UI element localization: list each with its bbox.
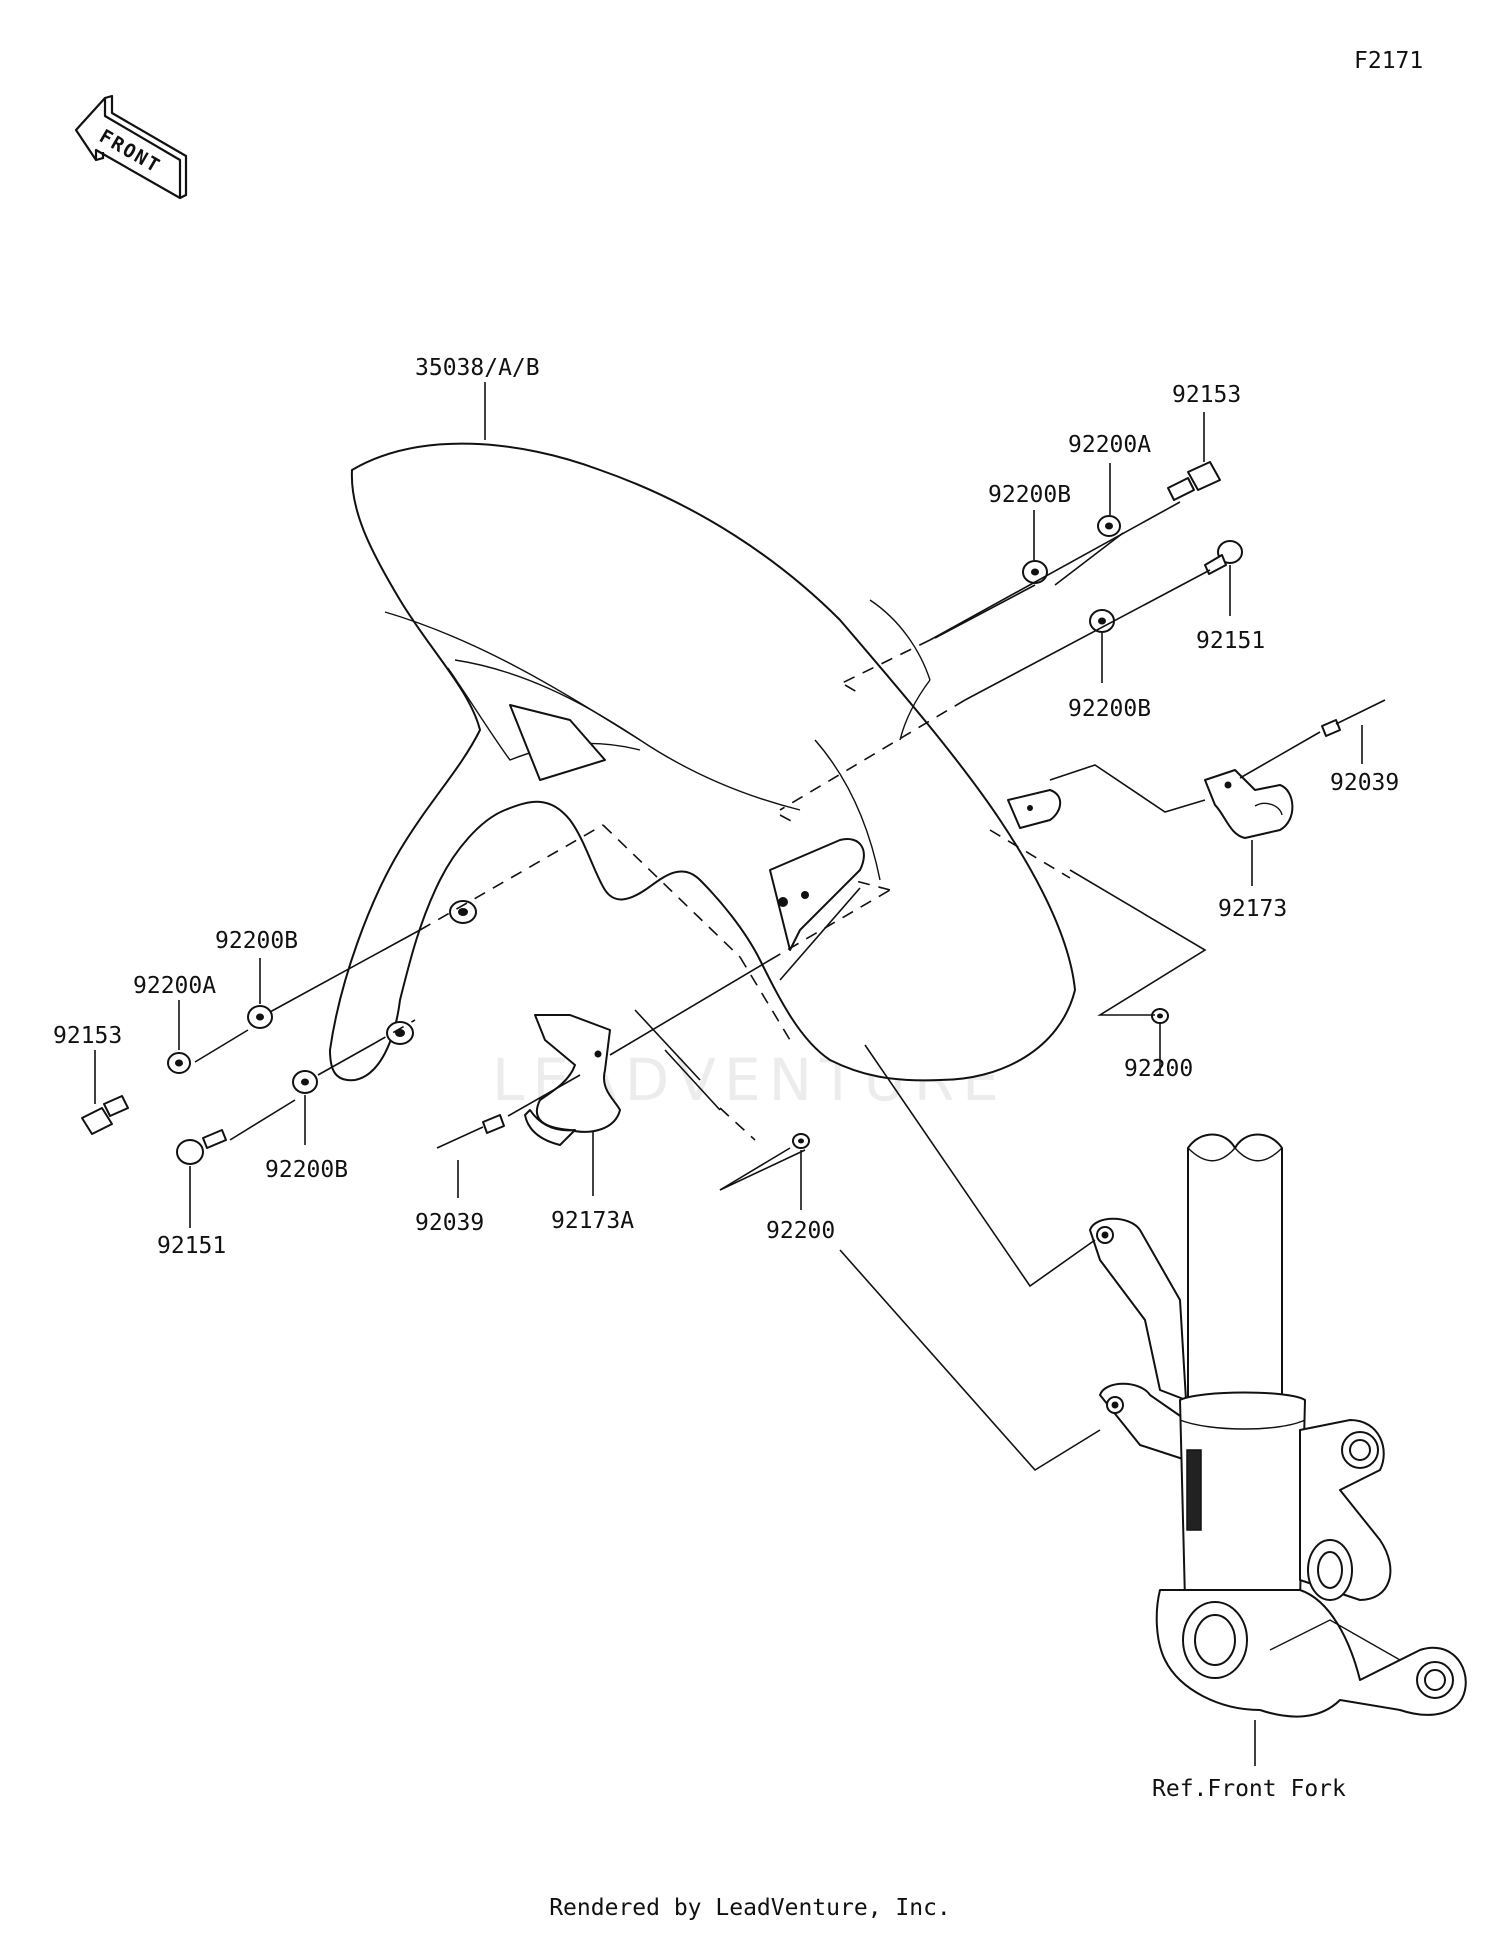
- callout-92200a-right: 92200A: [1068, 432, 1151, 458]
- pin-92039-left: [436, 1114, 505, 1149]
- ref-front-fork-label: Ref.Front Fork: [1152, 1776, 1346, 1802]
- callout-92039-right: 92039: [1330, 770, 1399, 796]
- front-fender: [329, 442, 1076, 1082]
- front-fork: [1089, 1133, 1467, 1718]
- washer-92200b-right-top: [1022, 560, 1048, 584]
- callout-92200-left: 92200: [766, 1218, 835, 1244]
- pin-92039-right: [1321, 699, 1386, 737]
- callout-92173-right: 92173: [1218, 896, 1287, 922]
- diagram-code: F2171: [1354, 48, 1423, 74]
- washer-92200b-left-top: [247, 1005, 273, 1029]
- leader-lines: [94, 382, 1363, 1766]
- callout-92200a-left: 92200A: [133, 973, 216, 999]
- bolt-92153-right: [1167, 461, 1221, 501]
- callout-92153-left: 92153: [53, 1023, 122, 1049]
- washer-92200b-right-mid: [1089, 609, 1115, 633]
- bolt-92151-left: [176, 1129, 227, 1165]
- bolt-92153-left: [81, 1095, 129, 1135]
- callout-92173a-left: 92173A: [551, 1208, 634, 1234]
- front-arrow-icon: FRONT: [74, 94, 188, 200]
- washer-92200-right: [1151, 1008, 1169, 1024]
- callout-92153-right: 92153: [1172, 382, 1241, 408]
- callout-92200b-left-top: 92200B: [215, 928, 298, 954]
- callout-92200-right: 92200: [1124, 1056, 1193, 1082]
- callout-92039-left: 92039: [415, 1210, 484, 1236]
- callout-35038: 35038/A/B: [415, 355, 540, 381]
- callout-92200b-right-top: 92200B: [988, 482, 1071, 508]
- clamp-92173-right: [1204, 769, 1294, 839]
- washer-92200-left: [792, 1133, 810, 1149]
- footer-credit: Rendered by LeadVenture, Inc.: [549, 1895, 951, 1921]
- washer-92200b-left-bottom: [292, 1070, 318, 1094]
- callout-92200b-right-mid: 92200B: [1068, 696, 1151, 722]
- washer-92200a-left: [167, 1052, 191, 1074]
- callouts: 35038/A/B 92153 92200A 92200B 92151 9220…: [53, 355, 1399, 1802]
- callout-92151-right: 92151: [1196, 628, 1265, 654]
- callout-92151-left: 92151: [157, 1233, 226, 1259]
- bolt-92151-right: [1204, 540, 1243, 575]
- callout-92200b-left-bottom: 92200B: [265, 1157, 348, 1183]
- assembly-lines: [194, 501, 1321, 1472]
- washer-92200a-right: [1097, 515, 1121, 537]
